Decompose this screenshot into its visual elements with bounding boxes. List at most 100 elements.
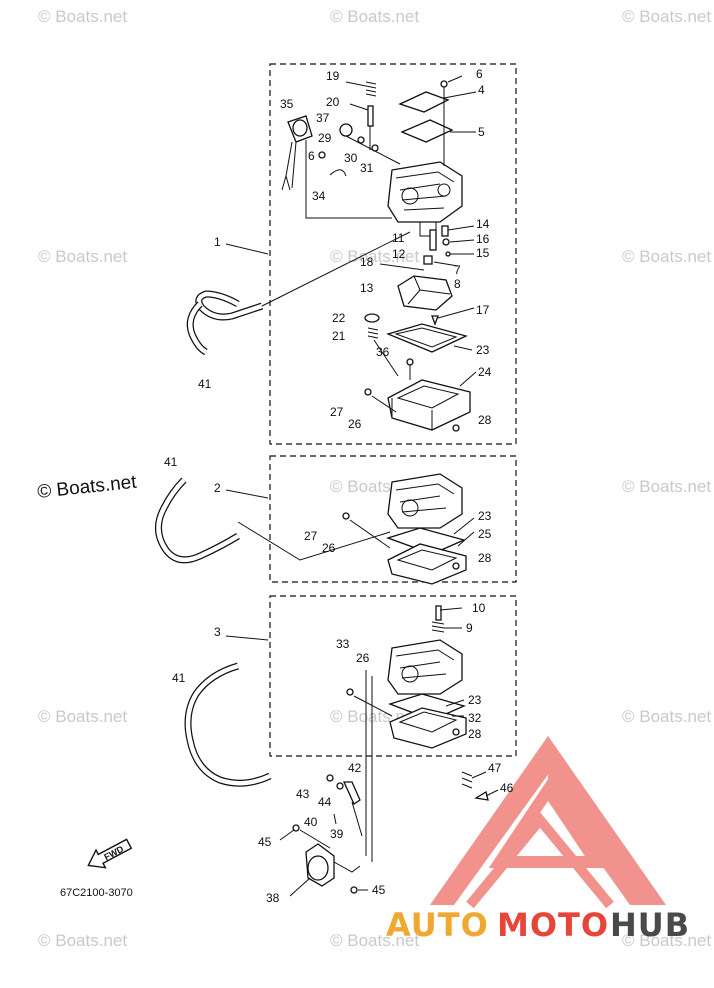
watermark-text: © Boats.net <box>622 247 711 266</box>
callout-3: 3 <box>214 625 221 639</box>
watermark-text: © Boats.net <box>622 707 711 726</box>
solenoid <box>305 843 361 887</box>
leader-lines <box>225 75 499 897</box>
callout-13: 13 <box>360 281 374 295</box>
plug <box>364 313 380 323</box>
callout-37: 37 <box>316 111 330 125</box>
brand-part-3: HUB <box>610 906 690 944</box>
watermark-text: © Boats.net <box>622 477 711 496</box>
spring-47 <box>461 771 473 789</box>
group-3-parts <box>184 605 489 894</box>
fuel-hose <box>155 477 240 564</box>
callout-38: 38 <box>266 891 280 905</box>
diagram-code: 67C2100-3070 <box>60 887 133 899</box>
callout-40: 40 <box>304 815 318 829</box>
callout-23: 23 <box>478 509 492 523</box>
callout-27: 27 <box>304 529 318 543</box>
callout-26: 26 <box>348 417 362 431</box>
callout-5: 5 <box>478 125 485 139</box>
callout-1: 1 <box>214 235 221 249</box>
callout-26: 26 <box>356 651 370 665</box>
lever <box>342 781 361 805</box>
callout-4: 4 <box>478 83 485 97</box>
callout-41: 41 <box>164 455 178 469</box>
group-box-2 <box>269 455 517 583</box>
watermark-text: © Boats.net <box>622 931 711 950</box>
callout-43: 43 <box>296 787 310 801</box>
carburetor-body <box>387 161 463 237</box>
needle-valve <box>431 315 439 326</box>
callout-28: 28 <box>478 413 492 427</box>
spring-9 <box>431 621 445 633</box>
callout-44: 44 <box>318 795 332 809</box>
screw-28 <box>452 562 460 570</box>
callout-11: 11 <box>392 231 405 245</box>
choke-knob <box>281 115 313 191</box>
callout-41: 41 <box>172 671 186 685</box>
screw-27 <box>364 388 372 396</box>
float-pin <box>379 263 425 271</box>
brand-part-2: MOTO <box>497 906 609 944</box>
group-2-parts <box>155 473 467 585</box>
callout-22: 22 <box>332 311 346 325</box>
callout-9: 9 <box>466 621 473 635</box>
callout-30: 30 <box>344 151 358 165</box>
callout-21: 21 <box>332 329 346 343</box>
watermark-text: © Boats.net <box>622 7 711 26</box>
float-chamber <box>387 543 467 585</box>
float <box>397 275 453 311</box>
callout-47: 47 <box>488 761 502 775</box>
cover-plate <box>398 91 450 113</box>
screw-45 <box>350 886 358 894</box>
carburetor-body <box>387 473 463 529</box>
callout-23: 23 <box>468 693 482 707</box>
forward-arrow-icon: FWD <box>87 838 133 869</box>
watermark-text: © Boats.net <box>330 931 419 950</box>
group-box-3 <box>269 595 517 757</box>
watermark-prominent: © Boats.net <box>36 472 138 503</box>
pilot-rod <box>367 105 374 127</box>
callout-28: 28 <box>478 551 492 565</box>
callout-26: 26 <box>322 541 336 555</box>
callout-14: 14 <box>476 217 490 231</box>
watermark-layer: © Boats.net © Boats.net © Boats.net © Bo… <box>36 7 711 950</box>
callout-24: 24 <box>478 365 492 379</box>
callout-6: 6 <box>308 149 315 163</box>
callout-45: 45 <box>372 883 386 897</box>
callout-46: 46 <box>500 781 514 795</box>
callout-39: 39 <box>330 827 344 841</box>
watermark-text: © Boats.net <box>38 931 127 950</box>
carburetor-body <box>387 639 463 695</box>
callout-35: 35 <box>280 97 294 111</box>
brand-wordmark: AUTO MOTO HUB <box>386 906 690 944</box>
callout-17: 17 <box>476 303 490 317</box>
brand-logo-mark <box>430 736 666 909</box>
group-box-1 <box>269 63 517 445</box>
drain-screw <box>406 358 414 366</box>
callout-20: 20 <box>326 95 340 109</box>
float-chamber <box>387 379 471 431</box>
callout-34: 34 <box>312 189 326 203</box>
callout-12: 12 <box>392 247 406 261</box>
main-nozzle <box>429 229 437 251</box>
callout-15: 15 <box>476 246 490 260</box>
watermark-text: © Boats.net <box>330 7 419 26</box>
spring-21 <box>367 327 379 339</box>
callout-18: 18 <box>360 255 374 269</box>
screw-28 <box>452 424 460 432</box>
callout-6: 6 <box>476 67 483 81</box>
clip <box>329 169 347 177</box>
callout-19: 19 <box>326 69 340 83</box>
watermark-text: © Boats.net <box>38 7 127 26</box>
watermark-text: © Boats.net <box>38 247 127 266</box>
callout-27: 27 <box>330 405 344 419</box>
screw-28 <box>452 728 460 736</box>
callout-25: 25 <box>478 527 492 541</box>
callout-45: 45 <box>258 835 272 849</box>
callout-7: 7 <box>454 263 461 277</box>
callout-16: 16 <box>476 232 490 246</box>
screw-33 <box>346 688 354 696</box>
cover-gasket <box>400 119 454 143</box>
watermark-text: © Boats.net <box>38 707 127 726</box>
